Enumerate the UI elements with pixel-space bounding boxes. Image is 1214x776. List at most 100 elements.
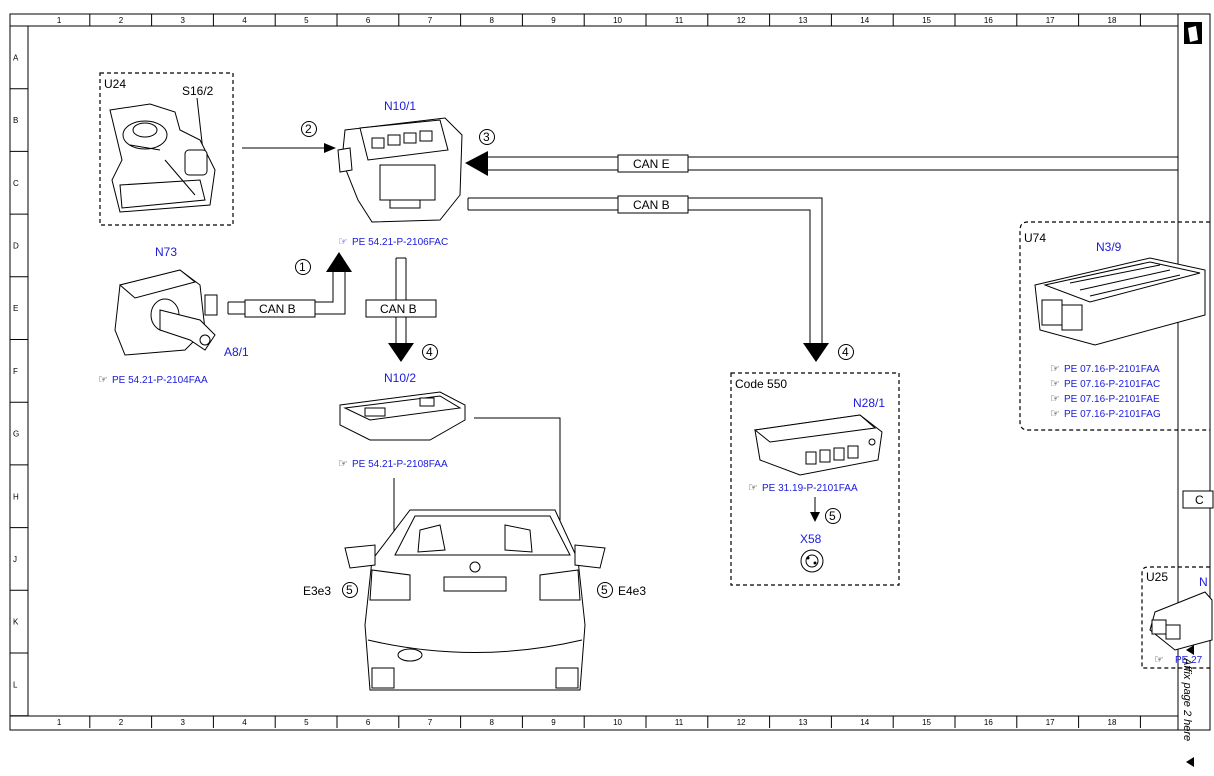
step-4a: 4 — [426, 345, 433, 359]
column-label-top: 2 — [119, 16, 124, 25]
column-label-bottom: 2 — [119, 718, 124, 727]
svg-text:☞: ☞ — [1050, 378, 1060, 390]
u74-dashed-box — [1019, 221, 1210, 431]
column-label-bottom: 12 — [737, 718, 746, 727]
row-label: J — [13, 555, 17, 564]
column-label-bottom: 9 — [551, 718, 556, 727]
column-label-bottom: 8 — [490, 718, 495, 727]
column-label-top: 11 — [675, 16, 684, 25]
svg-text:PE 07.16-P-2101FAA: PE 07.16-P-2101FAA — [1064, 364, 1160, 375]
code-550-label: Code 550 — [735, 377, 787, 391]
column-label-top: 8 — [490, 16, 495, 25]
row-label: F — [13, 367, 18, 376]
e4e3-label: E4e3 — [618, 584, 646, 598]
column-label-bottom: 18 — [1108, 718, 1117, 727]
row-label: A — [13, 53, 19, 62]
column-label-bottom: 1 — [57, 718, 62, 727]
row-label: L — [13, 680, 18, 689]
sam-module-n10-2-illustration — [339, 391, 466, 441]
u25-ref-icon: ☞ — [1154, 654, 1164, 666]
column-label-top: 14 — [860, 16, 869, 25]
n10-1-ref-icon: ☞ — [338, 236, 348, 248]
engine-control-unit-n3-9-illustration — [1034, 257, 1206, 346]
can-e-label: CAN E — [633, 157, 670, 171]
n10-2-ref: PE 54.21-P-2108FAA — [352, 459, 448, 470]
code-550-dashed-box — [730, 372, 900, 586]
u25-module-illustration — [1149, 591, 1213, 651]
column-label-top: 4 — [242, 16, 247, 25]
column-label-bottom: 10 — [613, 718, 622, 727]
svg-text:☞: ☞ — [1050, 408, 1060, 420]
step-2: 2 — [305, 122, 312, 136]
sam-module-n10-1-illustration — [337, 117, 463, 223]
steering-column-switch-illustration — [109, 97, 216, 213]
column-label-top: 12 — [737, 16, 746, 25]
can-b-top-label-box — [617, 195, 689, 214]
x58-label: X58 — [800, 532, 822, 546]
n28-1-ref: PE 31.19-P-2101FAA — [762, 483, 858, 494]
column-label-top: 13 — [799, 16, 808, 25]
s16-2-label: S16/2 — [182, 84, 214, 98]
column-label-bottom: 14 — [860, 718, 869, 727]
column-label-top: 7 — [428, 16, 433, 25]
column-label-bottom: 5 — [304, 718, 309, 727]
column-label-top: 3 — [181, 16, 186, 25]
n73-ref: PE 54.21-P-2104FAA — [112, 375, 208, 386]
svg-text:PE 07.16-P-2101FAC: PE 07.16-P-2101FAC — [1064, 379, 1160, 390]
step-5-left: 5 — [346, 583, 353, 597]
step-4b: 4 — [842, 345, 849, 359]
e3e3-label: E3e3 — [303, 584, 331, 598]
column-label-bottom: 4 — [242, 718, 247, 727]
column-label-top: 6 — [366, 16, 371, 25]
can-b-left-label: CAN B — [259, 302, 296, 316]
a8-1-label: A8/1 — [224, 345, 249, 359]
n10-2-ref-icon: ☞ — [338, 458, 348, 470]
trailer-module-n28-1-illustration — [753, 414, 883, 476]
column-label-bottom: 6 — [366, 718, 371, 727]
svg-text:☞: ☞ — [1050, 363, 1060, 375]
step-3: 3 — [483, 130, 490, 144]
row-label: C — [13, 179, 19, 188]
u74-label: U74 — [1024, 231, 1046, 245]
column-label-top: 1 — [57, 16, 62, 25]
u74-ref-list: ☞ PE 07.16-P-2101FAA ☞ PE 07.16-P-2101FA… — [1050, 363, 1161, 420]
column-label-bottom: 13 — [799, 718, 808, 727]
column-label-top: 16 — [984, 16, 993, 25]
u25-ref: PE 27 — [1175, 655, 1203, 666]
c-partial-label: C — [1195, 493, 1204, 507]
n10-1-label: N10/1 — [384, 99, 416, 113]
row-label: K — [13, 618, 19, 627]
n10-2-label: N10/2 — [384, 371, 416, 385]
svg-text:Affix page 2 here: Affix page 2 here — [1181, 657, 1193, 741]
u25-label: U25 — [1146, 570, 1168, 584]
trailer-socket-x58-illustration — [800, 549, 824, 573]
n-partial-label: N — [1199, 575, 1208, 589]
affix-page-note: Affix page 2 here — [1181, 645, 1194, 767]
column-label-bottom: 7 — [428, 718, 433, 727]
row-label: H — [13, 492, 19, 501]
column-label-top: 10 — [613, 16, 622, 25]
can-b-left-label-box — [244, 299, 316, 318]
svg-text:PE 07.16-P-2101FAG: PE 07.16-P-2101FAG — [1064, 409, 1161, 420]
can-b-mid-label-box — [365, 299, 437, 318]
row-label: G — [13, 430, 19, 439]
column-label-top: 5 — [304, 16, 309, 25]
column-label-top: 15 — [922, 16, 931, 25]
column-label-bottom: 17 — [1046, 718, 1055, 727]
n28-1-ref-icon: ☞ — [748, 482, 758, 494]
step-1: 1 — [299, 260, 306, 274]
column-label-top: 9 — [551, 16, 556, 25]
u24-dashed-box — [99, 72, 234, 226]
column-ruler: 1122334455667788991010111112121313141415… — [57, 14, 1141, 728]
row-label: B — [13, 116, 18, 125]
u24-label: U24 — [104, 77, 126, 91]
row-label: E — [13, 304, 18, 313]
n73-ref-icon: ☞ — [98, 374, 108, 386]
column-label-bottom: 15 — [922, 718, 931, 727]
u25-dashed-box — [1141, 566, 1210, 669]
column-label-top: 18 — [1108, 16, 1117, 25]
svg-text:☞: ☞ — [1050, 393, 1060, 405]
column-label-bottom: 3 — [181, 718, 186, 727]
column-label-bottom: 11 — [675, 718, 684, 727]
